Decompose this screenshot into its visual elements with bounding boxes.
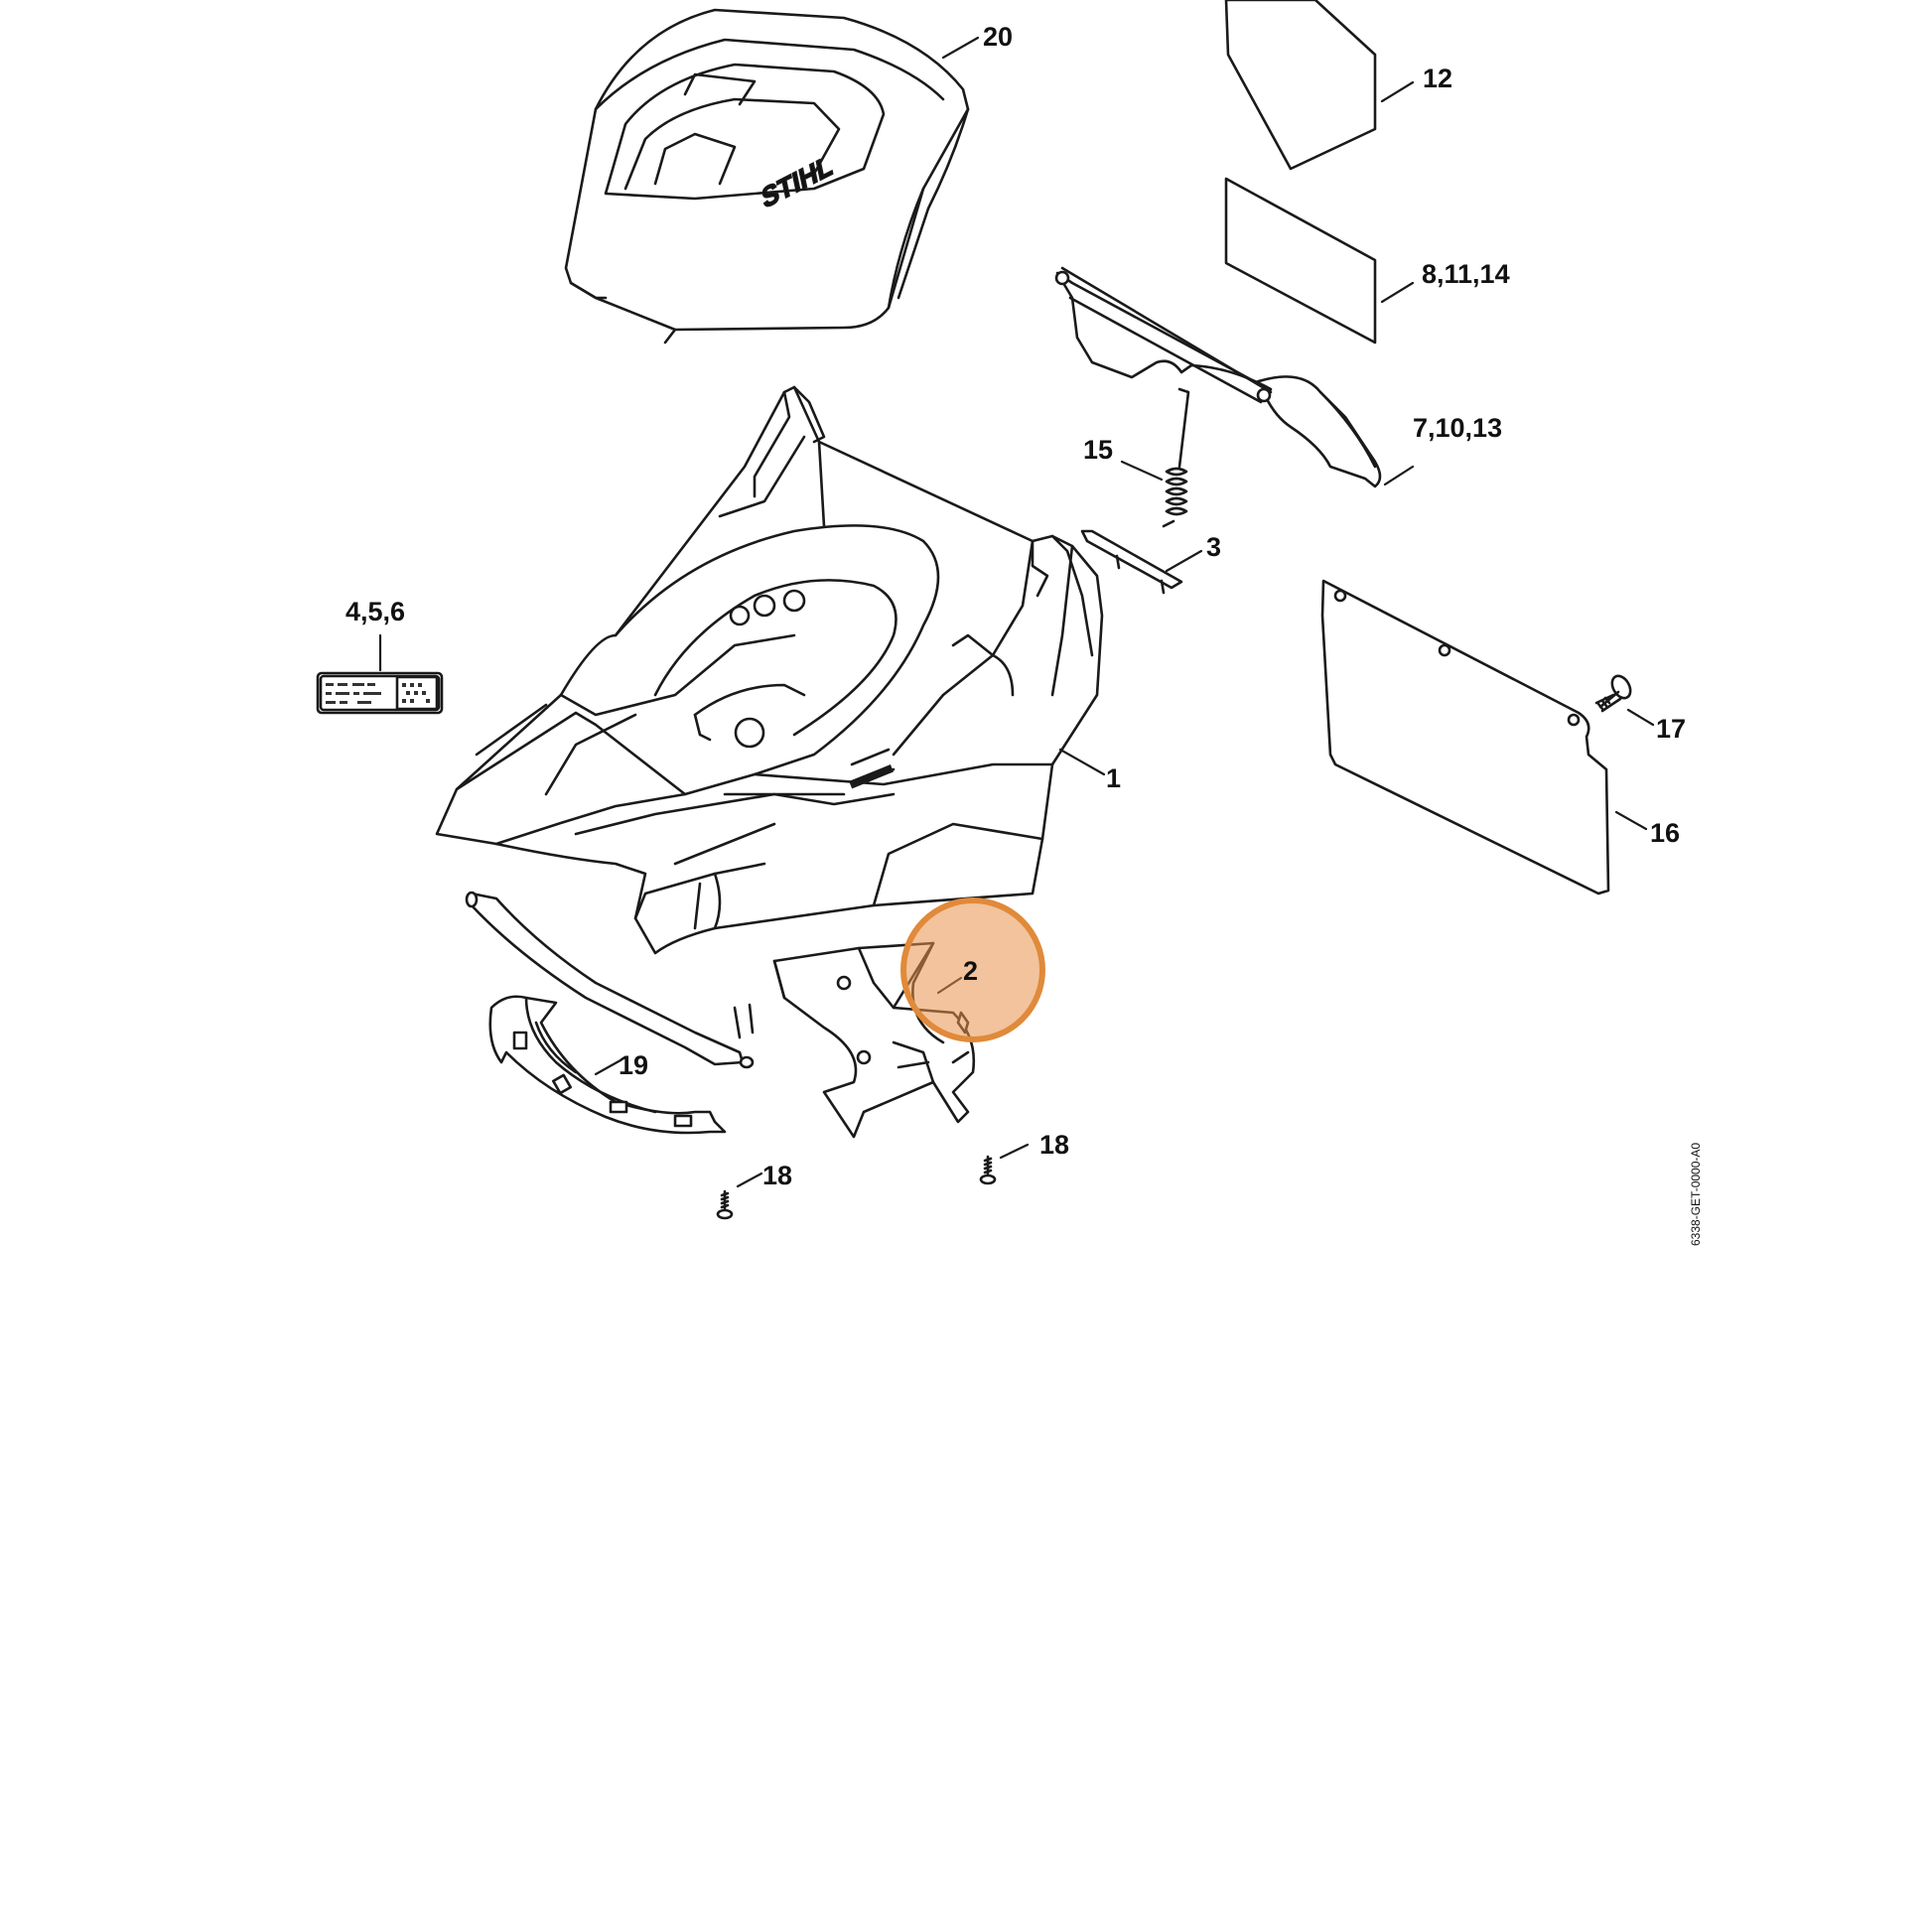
callout-19[interactable]: 19: [619, 1050, 648, 1080]
callout-3[interactable]: 3: [1206, 532, 1221, 562]
callout-8-11-14[interactable]: 8,11,14: [1422, 259, 1510, 289]
part-4-5-6-rating-label[interactable]: [316, 671, 444, 715]
part-20-hood[interactable]: STIHL: [564, 8, 970, 345]
document-id: 6338-GET-0000-A0: [1689, 1143, 1703, 1246]
callout-1[interactable]: 1: [1106, 763, 1121, 793]
part-7-10-13-rear-flap[interactable]: [1054, 266, 1382, 488]
callout-18-right[interactable]: 18: [1039, 1130, 1069, 1160]
callout-2[interactable]: 2: [963, 956, 978, 986]
callout-12[interactable]: 12: [1423, 64, 1452, 93]
callout-20[interactable]: 20: [983, 22, 1013, 52]
part-16-cover-panel[interactable]: [1320, 579, 1610, 896]
axle-rod[interactable]: [465, 891, 755, 1069]
part-19-front-bumper[interactable]: [488, 995, 727, 1135]
part-17-screw[interactable]: [1594, 673, 1634, 713]
callout-labels: 20 12 8,11,14 7,10,13 15 3 4,5,6 1 17 16…: [345, 22, 1686, 1190]
part-18-screw-left[interactable]: [716, 1189, 734, 1220]
callout-17[interactable]: 17: [1656, 714, 1686, 744]
callout-16[interactable]: 16: [1650, 818, 1680, 848]
callout-7-10-13[interactable]: 7,10,13: [1413, 413, 1502, 443]
highlight-circle: [900, 897, 1045, 1042]
part-18-screw-right[interactable]: [979, 1155, 997, 1185]
callout-4-5-6[interactable]: 4,5,6: [345, 597, 405, 626]
part-12-plate[interactable]: [1224, 0, 1377, 171]
callout-18-left[interactable]: 18: [762, 1161, 792, 1190]
part-15-spring[interactable]: [1162, 387, 1190, 528]
callout-15[interactable]: 15: [1083, 435, 1113, 465]
part-3-bracket[interactable]: [1080, 529, 1183, 595]
part-1-mower-housing[interactable]: [435, 385, 1104, 955]
part-8-11-14-label[interactable]: [1224, 177, 1377, 345]
